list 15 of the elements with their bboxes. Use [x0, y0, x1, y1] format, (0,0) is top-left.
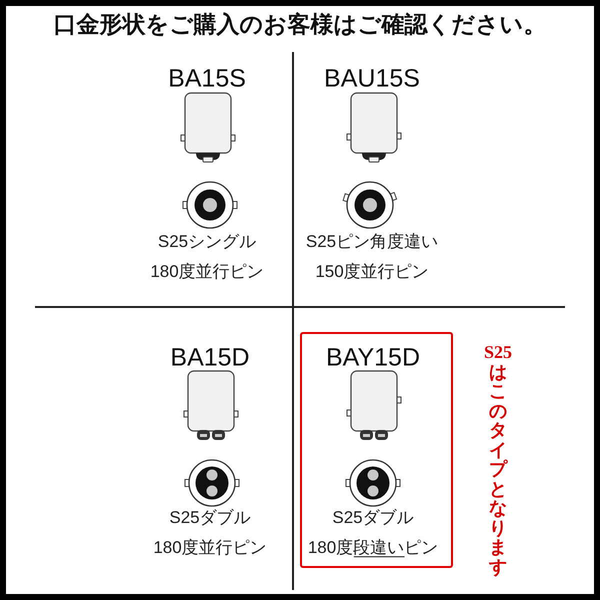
- description: S25ダブル: [332, 508, 414, 528]
- base-code: BA15D: [170, 344, 250, 372]
- description: 150度並行ピン: [315, 262, 429, 282]
- description: S25シングル: [158, 232, 256, 252]
- base-code: BAU15S: [324, 64, 420, 94]
- description: S25ピン角度違い: [306, 232, 438, 252]
- description: 180度並行ピン: [153, 538, 267, 558]
- note-text: S25はこのタイプとなります: [482, 343, 513, 577]
- base-code: BAY15D: [326, 344, 420, 372]
- base-code: BA15S: [168, 64, 246, 94]
- description: 180度並行ピン: [150, 262, 264, 282]
- title: 口金形状をご購入のお客様はご確認ください。: [54, 12, 546, 38]
- description: 180度段違いピン: [308, 538, 438, 558]
- description: S25ダブル: [169, 508, 251, 528]
- highlight-box: [300, 332, 453, 568]
